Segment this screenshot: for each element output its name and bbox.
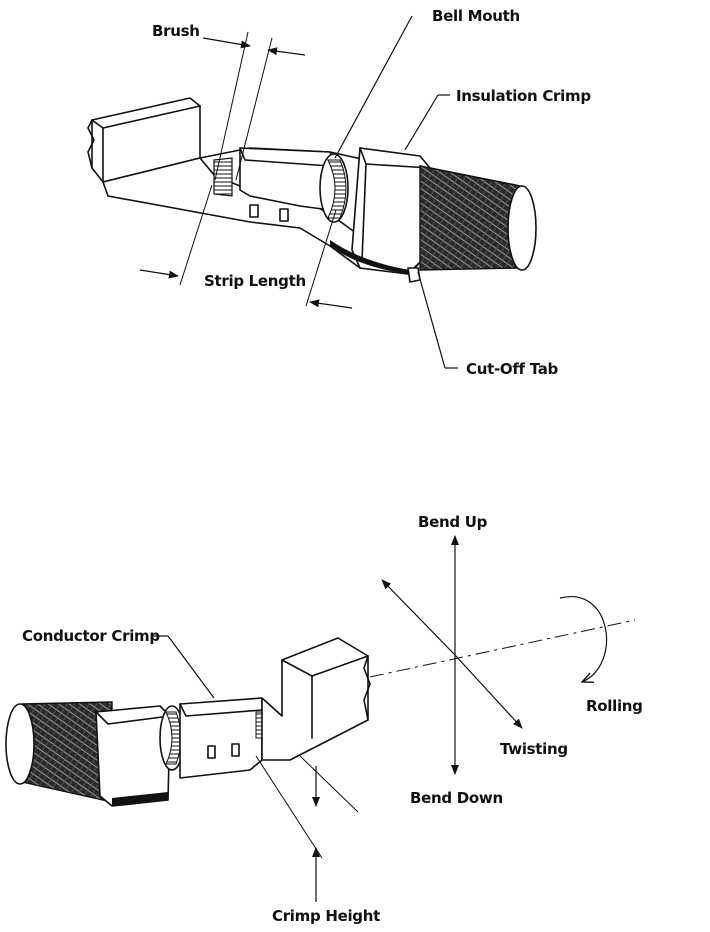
label-brush: Brush xyxy=(152,22,200,40)
brush-serrations xyxy=(213,157,233,197)
window-slot-1 xyxy=(249,204,259,218)
label-twisting: Twisting xyxy=(500,740,568,758)
label-crimp-height: Crimp Height xyxy=(272,907,380,925)
label-bend-up: Bend Up xyxy=(418,513,488,531)
rolling-arrow xyxy=(559,595,608,682)
roll-axis xyxy=(369,619,636,678)
label-bell-mouth: Bell Mouth xyxy=(432,7,520,25)
cut-off-tab-shape xyxy=(407,267,421,283)
bottom-insulation-barrel xyxy=(95,705,171,807)
bottom-contact-block xyxy=(261,637,371,761)
label-strip-length: Strip Length xyxy=(204,272,306,290)
bottom-labels: Bend Up Conductor Crimp Rolling Twisting… xyxy=(22,513,643,925)
bottom-terminal-drawing xyxy=(5,637,371,807)
top-labels: Brush Bell Mouth Insulation Crimp Strip … xyxy=(152,7,592,378)
insulation-crimp-barrel xyxy=(330,147,431,275)
label-rolling: Rolling xyxy=(586,697,643,715)
label-bend-down: Bend Down xyxy=(410,789,503,807)
top-annotation-lines xyxy=(139,15,458,369)
bottom-wire xyxy=(5,701,113,803)
twist-arrow-back xyxy=(381,579,456,656)
label-conductor-crimp: Conductor Crimp xyxy=(22,627,160,645)
window-slot-2 xyxy=(279,208,289,222)
bottom-conductor-barrel xyxy=(179,697,271,779)
top-wire xyxy=(419,165,537,271)
top-terminal-drawing xyxy=(87,97,537,283)
bend-axes xyxy=(369,535,636,775)
label-insulation-crimp: Insulation Crimp xyxy=(456,87,591,105)
label-cut-off-tab: Cut-Off Tab xyxy=(466,360,559,378)
bell-mouth-flare xyxy=(319,153,349,223)
twist-arrow-front xyxy=(454,654,523,729)
bottom-annotation-lines xyxy=(152,635,359,902)
